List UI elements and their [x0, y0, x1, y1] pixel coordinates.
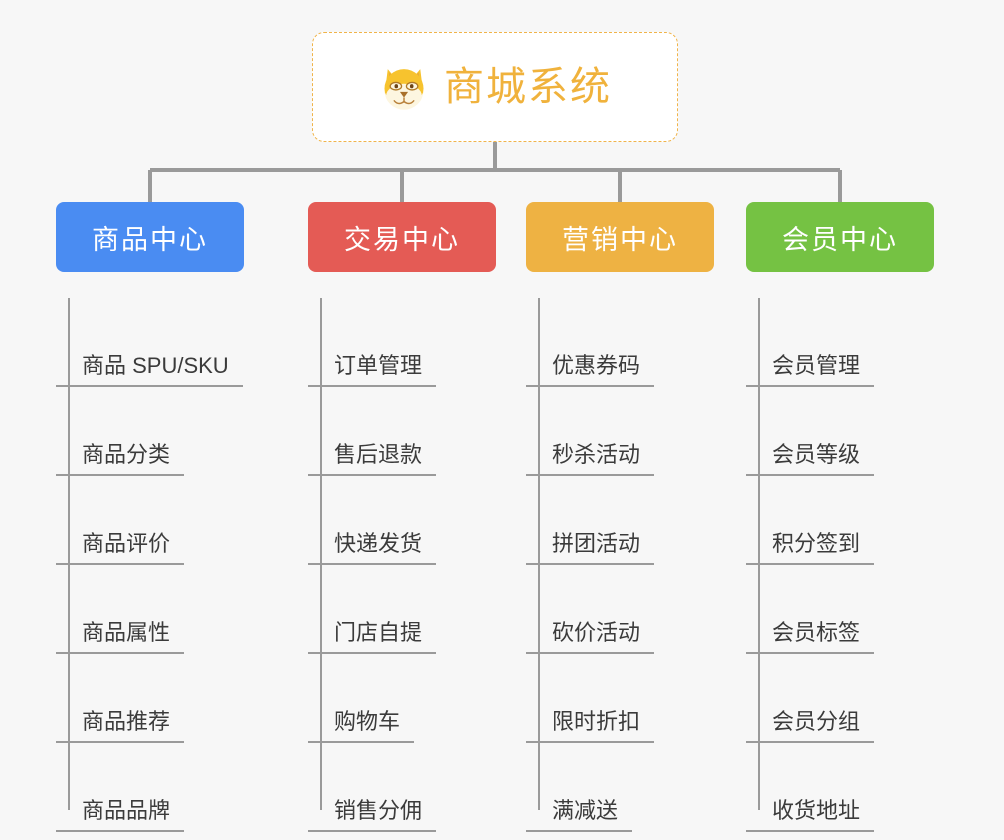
leaf-label: 优惠券码: [526, 355, 655, 387]
branch-column-member-center: 会员中心 会员管理 会员等级 积分签到 会员标签 会员分组 收货地址: [746, 202, 934, 832]
leaf-label: 售后退款: [308, 444, 437, 476]
list-item[interactable]: 会员标签: [746, 565, 934, 654]
list-item[interactable]: 商品属性: [56, 565, 244, 654]
leaf-label: 会员等级: [746, 444, 875, 476]
root-title: 商城系统: [444, 65, 612, 109]
leaf-label: 销售分佣: [308, 800, 437, 832]
category-header-product-center[interactable]: 商品中心: [56, 202, 244, 272]
leaf-label: 会员分组: [746, 711, 875, 743]
leaf-label: 商品属性: [56, 622, 185, 654]
list-item[interactable]: 销售分佣: [308, 743, 496, 832]
leaf-label: 快递发货: [308, 533, 437, 565]
list-item[interactable]: 优惠券码: [526, 298, 714, 387]
list-item[interactable]: 限时折扣: [526, 654, 714, 743]
list-item[interactable]: 满减送: [526, 743, 714, 832]
list-item[interactable]: 砍价活动: [526, 565, 714, 654]
category-header-member-center[interactable]: 会员中心: [746, 202, 934, 272]
branch-column-marketing-center: 营销中心 优惠券码 秒杀活动 拼团活动 砍价活动 限时折扣 满减送: [526, 202, 714, 832]
leaf-list-trade-center: 订单管理 售后退款 快递发货 门店自提 购物车 销售分佣: [308, 298, 496, 832]
leaf-label: 满减送: [526, 800, 633, 832]
leaf-label: 商品分类: [56, 444, 185, 476]
list-item[interactable]: 门店自提: [308, 565, 496, 654]
leaf-label: 砍价活动: [526, 622, 655, 654]
list-item[interactable]: 购物车: [308, 654, 496, 743]
shiba-dog-face-icon: [384, 69, 424, 110]
list-item[interactable]: 商品分类: [56, 387, 244, 476]
leaf-label: 收货地址: [746, 800, 875, 832]
list-item[interactable]: 收货地址: [746, 743, 934, 832]
category-label: 商品中心: [92, 224, 208, 255]
branch-column-product-center: 商品中心 商品 SPU/SKU 商品分类 商品评价 商品属性 商品推荐 商品品牌: [56, 202, 244, 832]
list-item[interactable]: 积分签到: [746, 476, 934, 565]
list-item[interactable]: 秒杀活动: [526, 387, 714, 476]
leaf-label: 购物车: [308, 711, 415, 743]
list-item[interactable]: 商品推荐: [56, 654, 244, 743]
category-label: 营销中心: [562, 224, 678, 255]
list-item[interactable]: 会员分组: [746, 654, 934, 743]
root-node[interactable]: 商城系统: [312, 32, 678, 142]
leaf-label: 商品 SPU/SKU: [56, 355, 243, 387]
list-item[interactable]: 会员等级: [746, 387, 934, 476]
leaf-label: 门店自提: [308, 622, 437, 654]
leaf-list-member-center: 会员管理 会员等级 积分签到 会员标签 会员分组 收货地址: [746, 298, 934, 832]
list-item[interactable]: 商品 SPU/SKU: [56, 298, 244, 387]
leaf-label: 商品推荐: [56, 711, 185, 743]
leaf-label: 秒杀活动: [526, 444, 655, 476]
category-label: 交易中心: [344, 224, 460, 255]
category-label: 会员中心: [782, 224, 898, 255]
list-item[interactable]: 快递发货: [308, 476, 496, 565]
list-item[interactable]: 订单管理: [308, 298, 496, 387]
leaf-label: 会员标签: [746, 622, 875, 654]
category-header-trade-center[interactable]: 交易中心: [308, 202, 496, 272]
list-item[interactable]: 商品评价: [56, 476, 244, 565]
leaf-label: 订单管理: [308, 355, 437, 387]
list-item[interactable]: 拼团活动: [526, 476, 714, 565]
leaf-label: 会员管理: [746, 355, 875, 387]
category-header-marketing-center[interactable]: 营销中心: [526, 202, 714, 272]
list-item[interactable]: 会员管理: [746, 298, 934, 387]
leaf-label: 限时折扣: [526, 711, 655, 743]
leaf-label: 拼团活动: [526, 533, 655, 565]
leaf-list-marketing-center: 优惠券码 秒杀活动 拼团活动 砍价活动 限时折扣 满减送: [526, 298, 714, 832]
leaf-label: 积分签到: [746, 533, 875, 565]
leaf-label: 商品品牌: [56, 800, 185, 832]
leaf-label: 商品评价: [56, 533, 185, 565]
branch-column-trade-center: 交易中心 订单管理 售后退款 快递发货 门店自提 购物车 销售分佣: [308, 202, 496, 832]
list-item[interactable]: 商品品牌: [56, 743, 244, 832]
leaf-list-product-center: 商品 SPU/SKU 商品分类 商品评价 商品属性 商品推荐 商品品牌: [56, 298, 244, 832]
list-item[interactable]: 售后退款: [308, 387, 496, 476]
